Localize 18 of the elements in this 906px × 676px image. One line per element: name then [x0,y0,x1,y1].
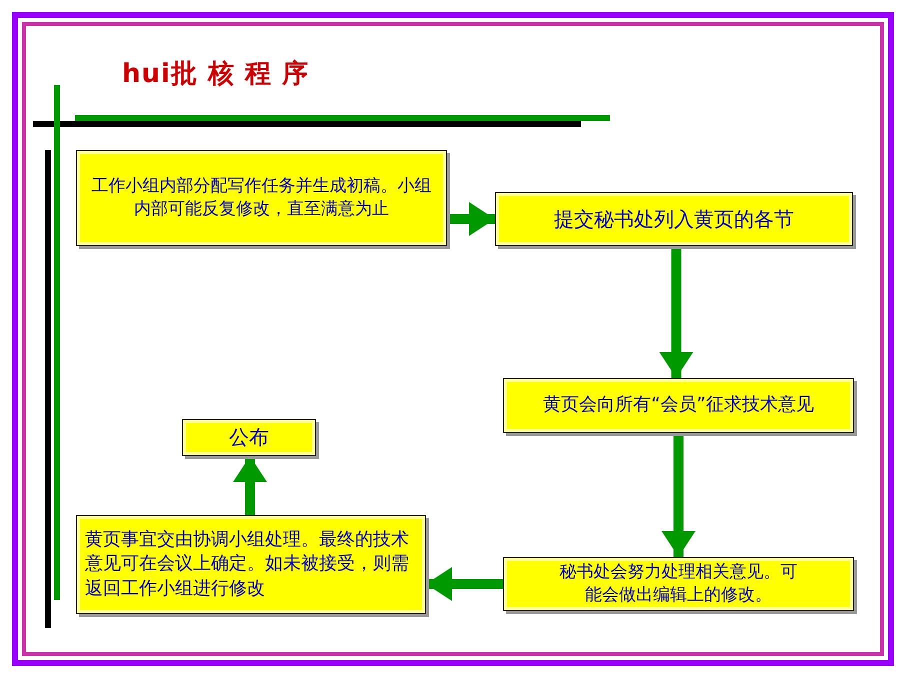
box-text: 秘书处会努力处理相关意见。可能会做出编辑上的修改。 [558,561,798,607]
process-box [495,192,853,246]
arrow [426,567,503,601]
arrow [233,456,267,515]
box-text: 黄页会向所有“会员”征求技术意见 [543,393,814,418]
process-box [182,419,316,456]
process-box [76,150,447,246]
title: hui批 核 程 序 [122,58,310,91]
box-text: 工作小组内部分配写作任务并生成初稿。小组内部可能反复修改，直至满意为止 [90,175,432,221]
process-box [503,378,854,433]
arrow [659,246,694,378]
box-text: 公布 [229,424,269,451]
arrow [662,433,696,557]
box-text: 提交秘书处列入黄页的各节 [554,206,794,232]
process-box [76,515,426,614]
process-box [503,557,854,611]
arrow [447,202,495,236]
box-text: 黄页事宜交由协调小组处理。最终的技术意见可在会议上确定。如未被接受，则需返回工作小组进行修改 [85,528,410,601]
